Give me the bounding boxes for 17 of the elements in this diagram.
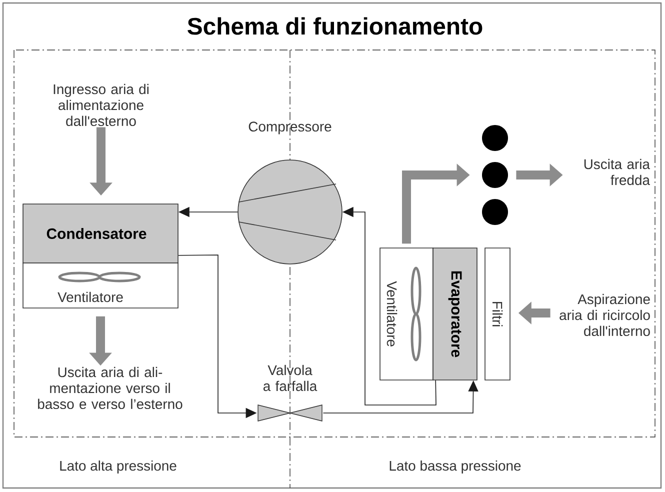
dot [482,125,508,151]
dot [482,162,508,188]
side-label: Lato alta pressione [60,460,176,474]
compressor: Compressore [238,122,342,264]
caption-text: Ingresso aria di alimentazione dall'esterno [54,84,148,126]
caption-text: Uscita aria di ali- mentazione verso il basso e verso l’esterno [38,366,182,410]
side-label: Lato bassa pressione [390,460,521,474]
caption-text: Aspirazione aria di ricircolo dall'interno [560,294,650,336]
filter-box: Filtri [484,248,510,380]
fan-box: Ventilatore [380,248,434,380]
evaporator-box: Evaporatore [432,248,478,380]
fan-box: Ventilatore [22,262,178,308]
title: Schema di funzionamento [188,17,482,35]
node-label: Compressore [248,122,332,134]
caption-text: Uscita aria fredda [584,158,650,186]
condenser-box: Condensatore [22,204,178,264]
dot [482,199,508,225]
